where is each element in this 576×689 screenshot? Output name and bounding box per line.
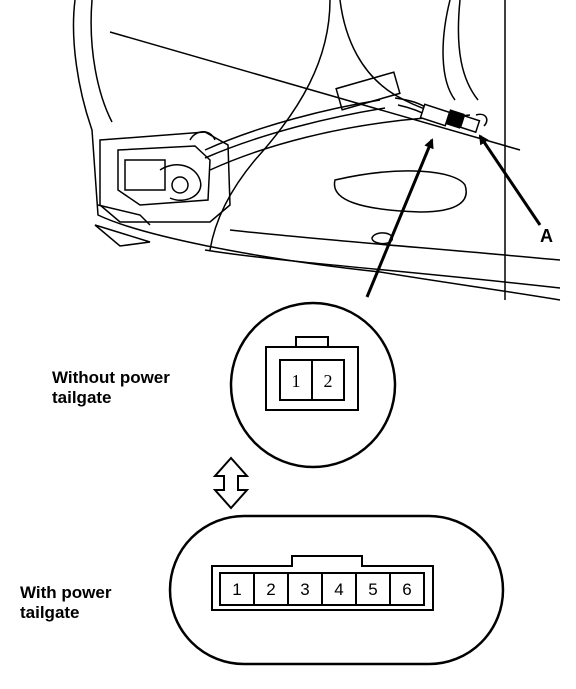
harness-connector xyxy=(419,103,488,134)
pin-number: 2 xyxy=(324,371,333,391)
pin-number: 4 xyxy=(334,580,343,599)
pin-cell xyxy=(389,572,425,606)
without-power-label: Without power tailgate xyxy=(52,368,170,408)
callout-arrows xyxy=(365,134,542,298)
callout-a-arrow xyxy=(478,134,542,226)
double-headed-arrow-icon xyxy=(212,456,250,510)
pin-number: 6 xyxy=(402,580,411,599)
pin-number: 3 xyxy=(300,580,309,599)
pin-cell xyxy=(287,572,323,606)
six-pin-connector-view: 1 2 3 4 5 6 xyxy=(168,514,505,666)
pin-number: 2 xyxy=(266,580,275,599)
without-power-label-line2: tailgate xyxy=(52,388,112,407)
with-power-label-line1: With power xyxy=(20,583,112,602)
pin-cell xyxy=(321,572,357,606)
without-power-label-line1: Without power xyxy=(52,368,170,387)
pin-cell xyxy=(311,359,345,401)
wire-harness xyxy=(204,71,433,171)
callout-a-label: A xyxy=(540,226,553,246)
with-power-label-line2: tailgate xyxy=(20,603,80,622)
pin-cell xyxy=(253,572,289,606)
tailgate-body-illustration xyxy=(72,0,561,301)
connector-pointer-arrow xyxy=(365,138,434,298)
latch-assembly xyxy=(94,131,231,247)
pin-number: 1 xyxy=(292,371,301,391)
pin-cell xyxy=(219,572,255,606)
with-power-label: With power tailgate xyxy=(20,583,111,623)
pin-number: 5 xyxy=(368,580,377,599)
pin-number: 1 xyxy=(232,580,241,599)
two-pin-connector-view: 1 2 xyxy=(229,301,397,469)
